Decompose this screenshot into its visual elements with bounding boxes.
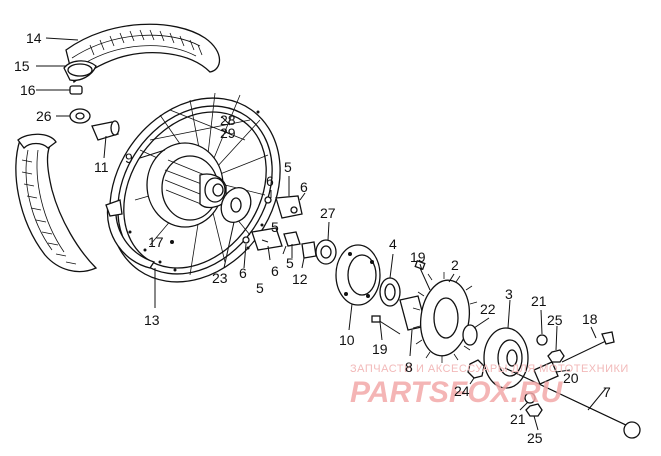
- callout-25-a: 25: [547, 312, 563, 328]
- washer-22: [462, 324, 478, 346]
- nut-25-upper: [547, 349, 565, 363]
- callout-19-b: 19: [372, 341, 388, 357]
- bolt-19-lower: [371, 315, 401, 335]
- sprocket-hub-10: [335, 244, 381, 306]
- callout-23: 23: [212, 270, 228, 286]
- callout-6-a: 6: [266, 173, 274, 189]
- sprocket-2: [412, 272, 478, 363]
- spacer-12: [301, 241, 317, 259]
- plate-3: [483, 327, 529, 389]
- callout-29: 29: [220, 125, 236, 141]
- callout-22: 22: [480, 301, 496, 317]
- callout-20: 20: [563, 370, 579, 386]
- watermark-tagline: ЗАПЧАСТИ И АКСЕССУАРЫ ДЛЯ МОТОТЕХНИКИ: [350, 363, 629, 375]
- callout-17: 17: [148, 234, 164, 250]
- callout-18: 18: [582, 311, 598, 327]
- watermark-brand: PARTSFOX.RU: [350, 376, 564, 409]
- callout-5-d: 5: [286, 255, 294, 271]
- callout-6-d: 6: [271, 263, 279, 279]
- wheel-hub: [146, 142, 227, 228]
- damper-set-lower: [242, 227, 301, 251]
- callout-28: 28: [220, 112, 236, 128]
- callout-2: 2: [451, 257, 459, 273]
- bolt-19-upper: [414, 259, 431, 291]
- bolt-18: [561, 331, 615, 363]
- inner-tube: [63, 60, 97, 82]
- callout-10: 10: [339, 332, 355, 348]
- callout-16: 16: [20, 82, 36, 98]
- bearing-27: [315, 239, 337, 265]
- watermark: ЗАПЧАСТИ И АКСЕССУАРЫ ДЛЯ МОТОТЕХНИКИ PA…: [350, 363, 629, 409]
- adjuster-20: [533, 361, 559, 385]
- callout-14: 14: [26, 30, 42, 46]
- callout-24: 24: [454, 383, 470, 399]
- tire-upper: [65, 23, 221, 84]
- bearing-26: [69, 108, 91, 124]
- callout-15: 15: [14, 58, 30, 74]
- nut-21-lower: [524, 392, 536, 404]
- callout-8: 8: [405, 359, 413, 375]
- callout-12: 12: [292, 271, 308, 287]
- callout-5-b: 5: [271, 219, 279, 235]
- oil-seal-4: [379, 277, 401, 307]
- callout-21-a: 21: [531, 293, 547, 309]
- callout-6-b: 6: [300, 179, 308, 195]
- disc-23: [220, 186, 252, 224]
- callout-25-b: 25: [527, 430, 543, 446]
- rim-band: [69, 85, 83, 95]
- callout-21-b: 21: [510, 411, 526, 427]
- rim-segment-13: [105, 199, 156, 269]
- nipple-17: [170, 240, 174, 244]
- collar-11: [91, 120, 120, 141]
- callout-6-c: 6: [239, 265, 247, 281]
- callout-3: 3: [505, 286, 513, 302]
- leader-lines: [36, 37, 607, 431]
- callout-5-a: 5: [284, 159, 292, 175]
- callout-27: 27: [320, 205, 336, 221]
- damper-set-upper: [264, 195, 303, 219]
- callout-5-c: 5: [256, 280, 264, 296]
- callout-11: 11: [94, 159, 109, 175]
- callout-13: 13: [144, 312, 160, 328]
- callout-4: 4: [389, 236, 397, 252]
- nut-24: [467, 359, 485, 379]
- nut-25-lower: [525, 403, 543, 417]
- callout-9: 9: [125, 150, 133, 166]
- callout-26: 26: [36, 108, 52, 124]
- nut-21-upper: [536, 334, 548, 346]
- callout-19-a: 19: [410, 249, 426, 265]
- callout-labels: 14 15 16 26 11 9 28 29 5 6 6 27 5 6 6 5 …: [14, 30, 611, 446]
- callout-7: 7: [603, 384, 611, 400]
- tire-lower: [15, 133, 98, 273]
- axle-7: [504, 367, 641, 439]
